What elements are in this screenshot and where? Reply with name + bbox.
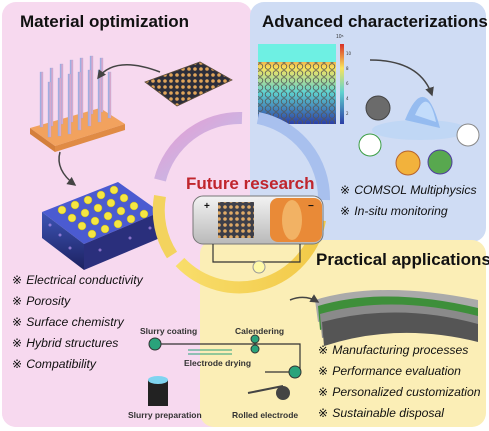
- list-item: ※Compatibility: [12, 357, 96, 371]
- composite-cube-graphic: [42, 182, 160, 270]
- list-item: ※Sustainable disposal: [318, 406, 445, 420]
- color-scale-bar: [340, 44, 344, 124]
- list-item: ※Personalized customization: [318, 385, 481, 399]
- arrow-process-to-sheets: [289, 294, 320, 303]
- practical-applications-title: Practical applications: [316, 250, 489, 269]
- electrode-sheets-graphic: [315, 290, 478, 346]
- arrow-sheet-to-rods: [97, 64, 161, 80]
- battery-plus-sign: +: [204, 201, 210, 212]
- list-item: ※Electrical conductivity: [12, 273, 143, 287]
- list-item: ※Surface chemistry: [12, 315, 124, 329]
- future-research-title: Future research: [186, 174, 315, 193]
- arrow-sim-to-cell: [369, 59, 434, 97]
- list-item: ※Manufacturing processes: [318, 343, 469, 357]
- svg-text:4: 4: [346, 96, 349, 101]
- svg-text:6: 6: [346, 81, 349, 86]
- battery-minus-sign: −: [308, 201, 314, 212]
- roll-to-roll-process-graphic: [148, 334, 302, 406]
- list-item: ※Performance evaluation: [318, 364, 461, 378]
- battery-graphic: [192, 195, 324, 274]
- nanorod-array-graphic: [30, 55, 125, 152]
- mesh-sheet-graphic: [144, 61, 233, 107]
- material-optimization-list: ※Electrical conductivity ※Porosity ※Surf…: [12, 270, 143, 375]
- in-situ-cell-graphic: [358, 95, 480, 176]
- advanced-characterizations-list: ※COMSOL Multiphysics ※In-situ monitoring: [340, 180, 477, 222]
- advanced-characterizations-title: Advanced characterizations: [262, 12, 488, 31]
- svg-text:8: 8: [346, 66, 349, 71]
- scale-top-label: 10⁵: [336, 34, 344, 40]
- list-item: ※Porosity: [12, 294, 71, 308]
- arrow-rods-to-cube: [58, 151, 77, 186]
- electrode-drying-label: Electrode drying: [184, 358, 252, 368]
- rolled-electrode-label: Rolled electrode: [232, 410, 299, 420]
- list-item: ※COMSOL Multiphysics: [340, 183, 477, 197]
- slurry-coating-label: Slurry coating: [140, 326, 198, 336]
- material-optimization-title: Material optimization: [20, 12, 190, 31]
- material-list-panel: [2, 300, 207, 427]
- practical-applications-list: ※Manufacturing processes ※Performance ev…: [318, 340, 481, 424]
- svg-text:2: 2: [346, 111, 349, 116]
- slurry-preparation-label: Slurry preparation: [128, 410, 202, 420]
- list-item: ※In-situ monitoring: [340, 204, 448, 218]
- list-item: ※Hybrid structures: [12, 336, 119, 350]
- calendering-label: Calendering: [235, 326, 285, 336]
- simulation-heatmap-graphic: 10 8 6 4 2: [258, 44, 352, 124]
- svg-text:10: 10: [346, 51, 352, 56]
